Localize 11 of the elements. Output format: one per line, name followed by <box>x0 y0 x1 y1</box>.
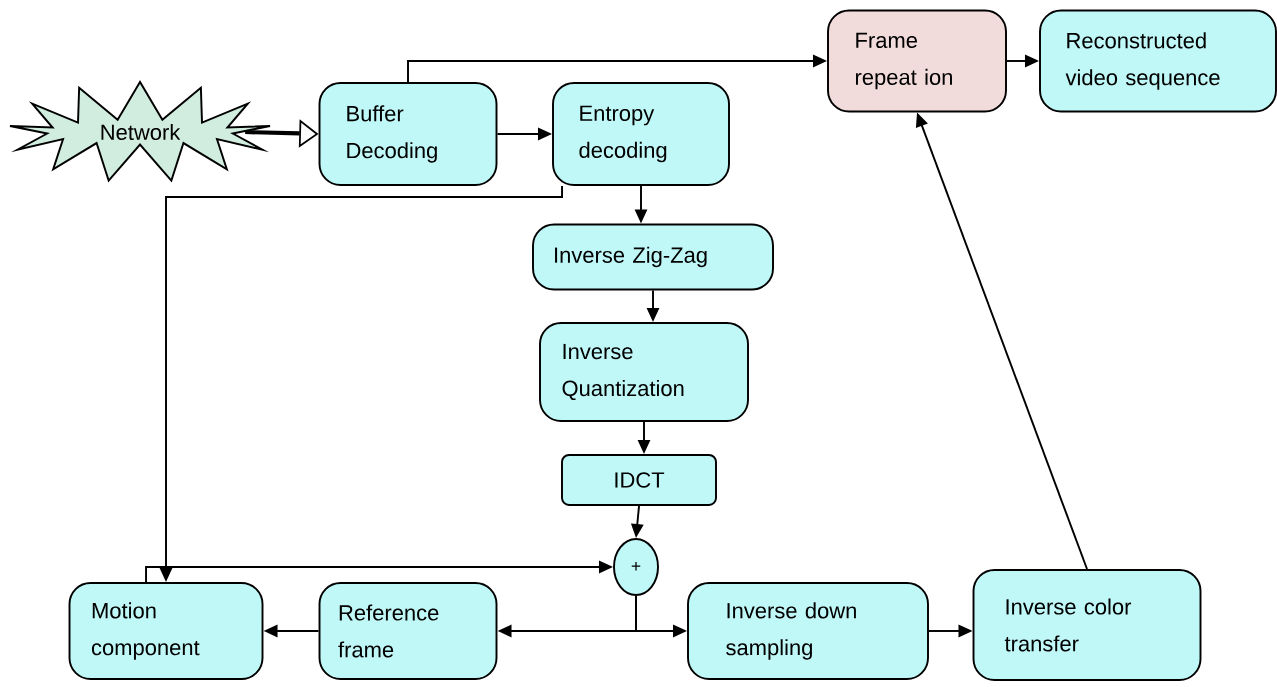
process-box: IDCT <box>561 454 717 506</box>
process-box: Inverse Zig-Zag <box>532 223 774 291</box>
process-box: Inverse color transfer <box>972 569 1202 681</box>
process-box: Reconstructed video sequence <box>1039 9 1277 113</box>
process-box: Reference frame <box>318 582 498 680</box>
process-box: Frame repeat ion <box>827 9 1007 113</box>
process-box: Inverse down sampling <box>687 582 929 680</box>
process-box: Entropy decoding <box>552 82 730 186</box>
process-box: Buffer Decoding <box>318 82 498 186</box>
process-box: Motion component <box>68 582 264 680</box>
process-box: Inverse Quantization <box>539 322 749 422</box>
